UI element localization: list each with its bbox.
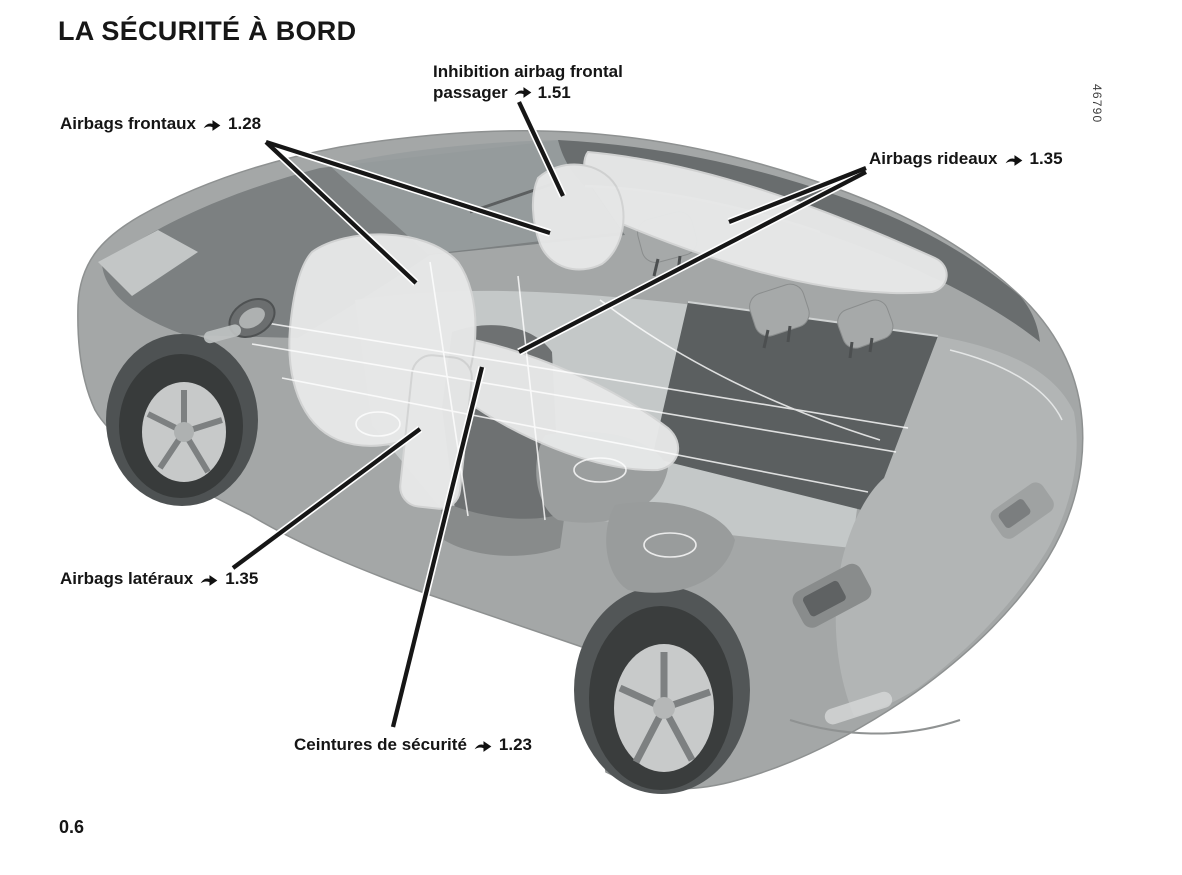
leader-inhibition-airbag <box>517 101 565 197</box>
taillight-right <box>990 482 1054 539</box>
callout-inhibition-line1: Inhibition airbag frontal <box>433 62 623 81</box>
leader-airbags-rideaux-right <box>728 165 867 225</box>
callout-label: Airbags frontaux <box>60 114 197 133</box>
rear-glass-line <box>949 349 1063 421</box>
front-wheel <box>106 334 258 506</box>
figure-code: 46790 <box>1090 84 1104 124</box>
callout-ref: 1.23 <box>498 735 532 754</box>
leader-airbags-frontaux-driver <box>264 140 418 285</box>
callout-inhibition-line2: passager <box>433 83 508 102</box>
side-mirror <box>228 298 276 338</box>
leader-airbags-frontaux-passenger <box>265 139 551 236</box>
leader-lines <box>231 101 867 728</box>
callout-label: Airbags latéraux <box>60 569 194 588</box>
cross-reference-arrow-icon <box>203 119 221 131</box>
callout-ref: 1.28 <box>228 114 262 133</box>
callout-airbags-frontaux: Airbags frontaux 1.28 <box>60 114 261 134</box>
callout-airbags-rideaux: Airbags rideaux 1.35 <box>869 149 1063 169</box>
cross-reference-arrow-icon <box>1005 154 1022 166</box>
callout-inhibition-ref: 1.51 <box>537 83 571 102</box>
rear-cushion-2 <box>606 501 735 593</box>
rear-wheel <box>574 586 750 794</box>
rear-seatback-edge <box>687 301 939 337</box>
callout-label: Airbags rideaux <box>869 149 998 168</box>
cross-reference-arrow-icon <box>474 740 492 752</box>
wireframe-lines <box>247 261 909 558</box>
leader-ceintures <box>390 366 485 728</box>
taillight-left <box>792 563 872 628</box>
door-handle <box>203 324 242 344</box>
callout-label: Ceintures de sécurité <box>294 735 467 754</box>
page-number: 0.6 <box>59 817 85 837</box>
callout-ceintures: Ceintures de sécurité 1.23 <box>294 735 532 755</box>
rear-bumper-line <box>789 719 961 735</box>
callout-ref: 1.35 <box>1029 149 1063 168</box>
callout-inhibition-airbag: Inhibition airbag frontal passager 1.51 <box>433 61 623 103</box>
leader-airbags-rideaux-left <box>518 170 867 354</box>
driver-seat-cushion <box>440 500 565 556</box>
page-title: LA SÉCURITÉ À BORD <box>58 16 357 46</box>
callout-airbags-lateraux: Airbags latéraux 1.35 <box>60 569 258 589</box>
cross-reference-arrow-icon <box>200 574 218 586</box>
passenger-frontal-airbag-shape <box>531 163 625 271</box>
leader-airbags-lateraux <box>231 427 422 570</box>
headlight <box>98 230 198 296</box>
callout-ref: 1.35 <box>225 569 259 588</box>
rear-reflector <box>824 691 893 725</box>
cross-reference-arrow-icon <box>514 87 532 98</box>
rear-body <box>835 336 1077 716</box>
